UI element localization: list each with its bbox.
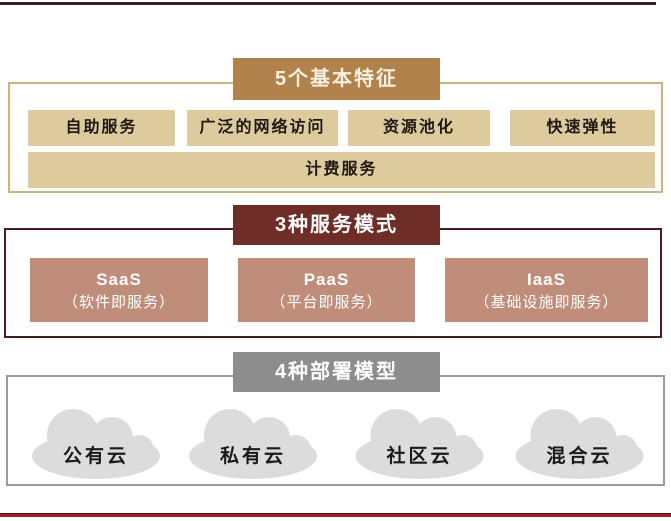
cloud-icon — [355, 409, 484, 479]
feature-box-metered-billing: 计费服务 — [28, 152, 655, 188]
cloud-label-private: 私有云 — [219, 446, 286, 467]
service-subtitle-saas: （软件即服务） — [62, 294, 175, 312]
feature-box-rapid-elasticity: 快速弹性 — [510, 110, 655, 146]
cloud-label-hybrid: 混合云 — [546, 446, 613, 467]
cloud-label-public: 公有云 — [62, 446, 129, 467]
bottom-divider-line — [0, 513, 671, 517]
service-title-iaas: IaaS — [527, 269, 566, 289]
service-box-paas: PaaS （平台即服务） — [238, 258, 415, 322]
service-box-saas: SaaS （软件即服务） — [30, 258, 208, 322]
service-subtitle-paas: （平台即服务） — [270, 294, 383, 312]
cloud-public: 公有云 — [26, 405, 166, 480]
cloud-hybrid: 混合云 — [508, 405, 651, 480]
cloud-label-community: 社区云 — [386, 446, 453, 467]
service-title-paas: PaaS — [303, 269, 350, 289]
cloud-icon — [189, 409, 317, 479]
cloud-icon — [32, 409, 160, 479]
service-subtitle-iaas: （基础设施即服务） — [474, 294, 619, 312]
cloud-icon — [515, 409, 644, 479]
feature-box-resource-pooling: 资源池化 — [348, 110, 490, 146]
service-title-saas: SaaS — [96, 269, 142, 289]
services-section-title: 3种服务模式 — [233, 205, 440, 245]
deployment-section-title: 4种部署模型 — [233, 352, 440, 392]
cloud-community: 社区云 — [348, 405, 491, 480]
features-section-title: 5个基本特征 — [233, 58, 440, 100]
top-divider-line — [0, 2, 656, 5]
feature-box-self-service: 自助服务 — [28, 110, 175, 146]
cloud-private: 私有云 — [183, 405, 323, 480]
feature-box-network-access: 广泛的网络访问 — [187, 110, 338, 146]
service-box-iaas: IaaS （基础设施即服务） — [445, 258, 648, 322]
